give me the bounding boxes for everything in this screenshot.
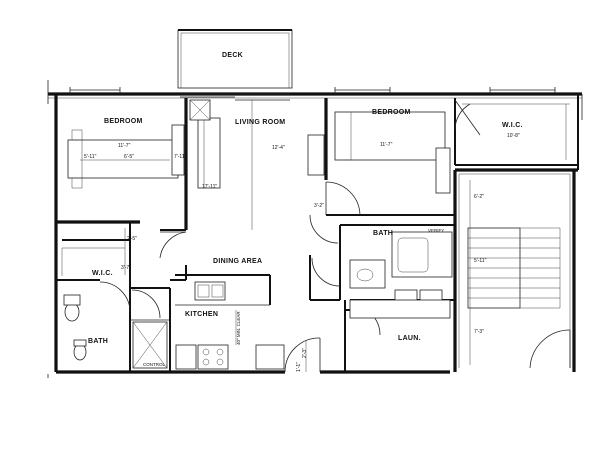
dim-wic2-width: 10'-8" xyxy=(507,133,520,139)
dim-bed2-width: 11'-7" xyxy=(380,142,393,148)
dim-stair-a: 6'-2" xyxy=(474,194,484,200)
room-labels: DECK BEDROOM LIVING ROOM BEDROOM W.I.C. … xyxy=(88,52,523,345)
dim-bed1-width-b: 5'-11" xyxy=(84,154,97,160)
dim-hall-width: 3'-2" xyxy=(314,203,324,209)
dim-wic1-a: 2'-5" xyxy=(127,236,137,242)
dim-entry-b: 2'-3" xyxy=(302,348,308,358)
room-label-living-room: LIVING ROOM xyxy=(235,119,285,126)
room-label-bath-1: BATH xyxy=(88,338,108,345)
room-label-bedroom-1: BEDROOM xyxy=(104,118,143,125)
room-label-wic-1: W.I.C. xyxy=(92,270,113,277)
doors xyxy=(99,93,481,373)
dim-kitchen-clear: 40" MIN. CLEAR xyxy=(236,311,241,345)
fixtures xyxy=(61,99,570,370)
dim-entry-a: 1'-1" xyxy=(296,362,302,372)
dim-bed1-height: 7'-11" xyxy=(174,154,187,160)
dim-living-width: 12'-4" xyxy=(272,145,285,151)
room-label-wic-2: W.I.C. xyxy=(502,122,523,129)
room-label-dining-area: DINING AREA xyxy=(213,258,262,265)
room-label-bath-2: BATH xyxy=(373,230,393,237)
dim-bed1-width-a: 11'-7" xyxy=(118,143,131,149)
room-label-kitchen: KITCHEN xyxy=(185,311,218,318)
room-label-bedroom-2: BEDROOM xyxy=(372,109,411,116)
staircase xyxy=(467,180,571,369)
dim-living-height: 17'-11" xyxy=(202,184,217,190)
dim-stair-c: 7'-3" xyxy=(474,329,484,335)
dim-bed1-width-c: 6'-5" xyxy=(124,154,134,160)
note-verify: VERIFY xyxy=(428,228,444,233)
dimension-labels: 11'-7" 5'-11" 6'-5" 7'-11" 12'-4" 17'-11… xyxy=(84,133,520,372)
dim-wic1-b: 3'-7" xyxy=(121,265,131,271)
dimension-lines xyxy=(80,100,430,372)
note-control: CONTROL xyxy=(143,362,165,367)
exterior-walls xyxy=(47,80,583,378)
interior-walls xyxy=(56,98,578,372)
deck xyxy=(177,29,293,89)
notes: CONTROL VERIFY xyxy=(143,228,444,367)
room-label-deck: DECK xyxy=(222,52,243,59)
dim-stair-b: 5'-11" xyxy=(474,258,487,264)
room-label-laundry: LAUN. xyxy=(398,335,421,342)
